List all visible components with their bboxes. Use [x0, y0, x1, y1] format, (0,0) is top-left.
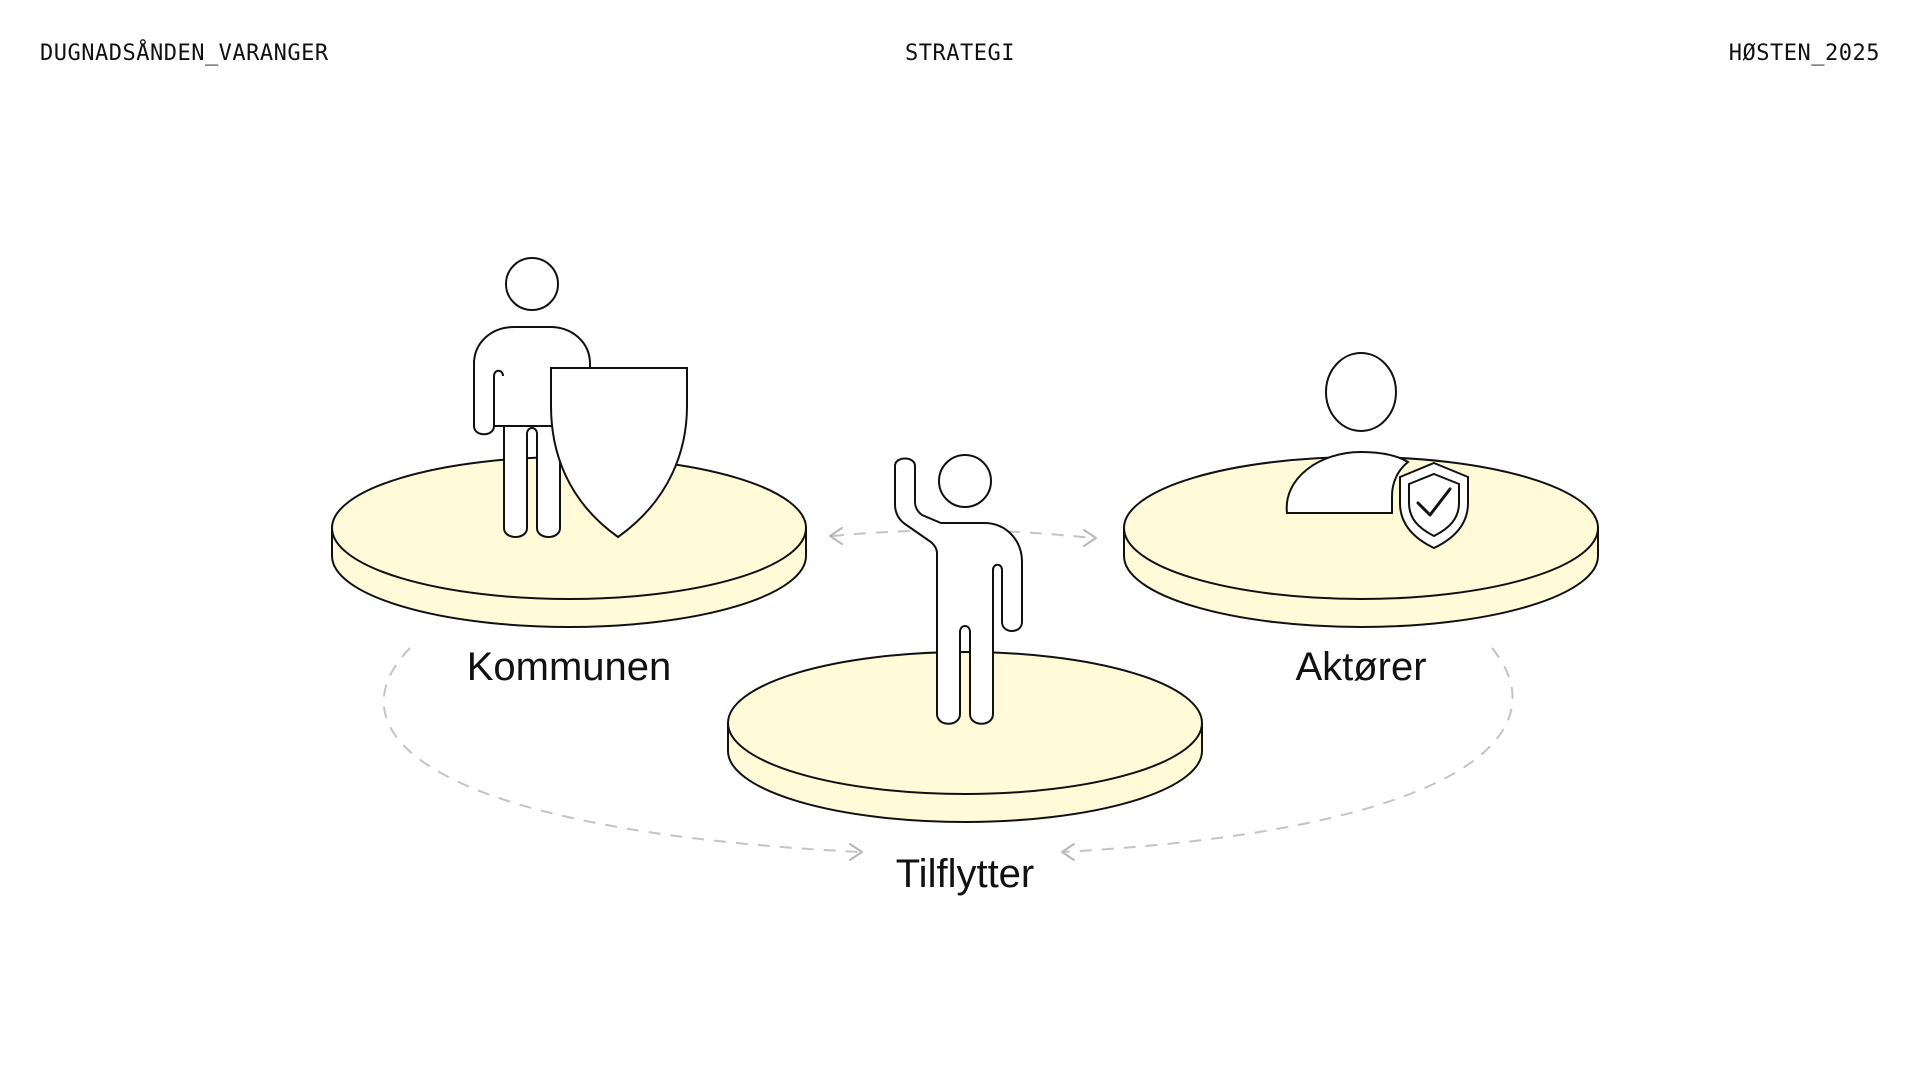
header-period: HØSTEN_2025: [1728, 41, 1880, 66]
platform-kommunen: [331, 456, 807, 628]
platform-aktorer: [1123, 456, 1599, 628]
platform-tilflytter: [727, 651, 1203, 823]
node-label-aktorer: Aktører: [1295, 645, 1426, 689]
connector-arrows: [829, 527, 1097, 861]
connector-left-arc: [382, 647, 861, 853]
arrow-top-left: [829, 527, 843, 545]
arrow-to-tilflytter-left: [849, 843, 863, 861]
node-label-kommunen: Kommunen: [467, 645, 672, 689]
arrow-top-right: [1083, 529, 1097, 547]
node-label-tilflytter: Tilflytter: [896, 852, 1035, 896]
connector-top-line: [831, 529, 1093, 539]
header-section-title: STRATEGI: [905, 41, 1015, 66]
person-with-shield-icon: [473, 257, 688, 539]
connector-lines: [382, 529, 1514, 853]
header-project-name: DUGNADSÅNDEN_VARANGER: [40, 41, 329, 66]
user-verified-badge-icon: [1285, 352, 1469, 550]
arrow-to-tilflytter-right: [1061, 843, 1075, 861]
connector-right-arc: [1061, 647, 1514, 853]
person-waving-icon: [894, 454, 1023, 725]
